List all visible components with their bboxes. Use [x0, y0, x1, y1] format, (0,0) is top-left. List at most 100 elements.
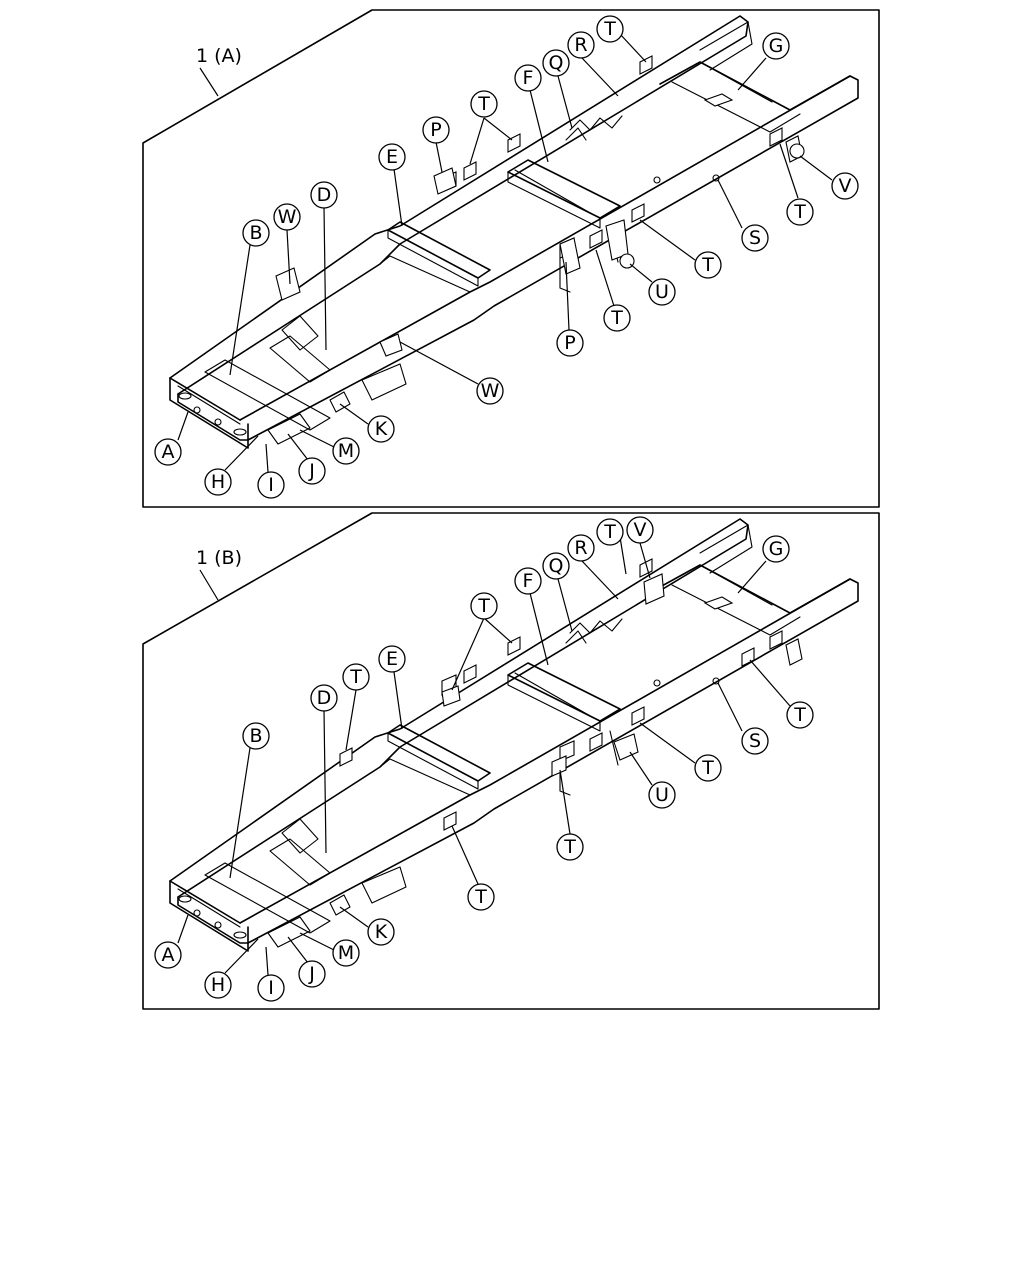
callout-g: G: [762, 32, 790, 60]
callout-i: I: [257, 471, 285, 499]
callout-f: F: [514, 64, 542, 92]
callout-p: P: [556, 329, 584, 357]
svg-text:B: B: [249, 222, 262, 244]
svg-text:T: T: [793, 201, 806, 223]
callout-h: H: [204, 468, 232, 496]
panel-a-border: [142, 9, 880, 508]
svg-text:H: H: [211, 471, 225, 493]
callout-v: V: [626, 516, 654, 544]
svg-text:D: D: [317, 184, 332, 206]
callout-t: T: [694, 251, 722, 279]
svg-text:M: M: [338, 942, 354, 964]
callout-d: D: [310, 181, 338, 209]
svg-text:T: T: [701, 757, 714, 779]
svg-text:A: A: [162, 944, 175, 966]
panel-b-title: 1 (B): [196, 547, 242, 569]
svg-text:Q: Q: [549, 555, 564, 577]
svg-text:G: G: [769, 538, 784, 560]
callout-k: K: [367, 918, 395, 946]
callout-u: U: [648, 781, 676, 809]
callout-r: R: [567, 534, 595, 562]
callout-q: Q: [542, 49, 570, 77]
callout-b: B: [242, 722, 270, 750]
callout-a: A: [154, 941, 182, 969]
svg-text:G: G: [769, 35, 784, 57]
svg-text:K: K: [375, 418, 388, 440]
panel-b-leaders: [177, 536, 791, 976]
svg-text:K: K: [375, 921, 388, 943]
panel-a: 1 (A): [142, 9, 880, 508]
callout-d: D: [310, 684, 338, 712]
svg-text:T: T: [603, 521, 616, 543]
svg-text:A: A: [162, 441, 175, 463]
svg-text:T: T: [603, 18, 616, 40]
svg-text:W: W: [278, 206, 297, 228]
svg-text:V: V: [839, 175, 852, 197]
callout-j: J: [298, 960, 326, 988]
svg-text:I: I: [268, 977, 274, 999]
svg-text:T: T: [477, 595, 490, 617]
svg-text:P: P: [564, 332, 575, 354]
svg-text:H: H: [211, 974, 225, 996]
svg-text:M: M: [338, 440, 354, 462]
svg-text:E: E: [386, 648, 398, 670]
callout-p: P: [422, 116, 450, 144]
callout-t: T: [603, 304, 631, 332]
svg-text:J: J: [308, 963, 315, 985]
callout-a: A: [154, 438, 182, 466]
callout-u: U: [648, 278, 676, 306]
panel-b: 1 (B): [142, 512, 880, 1010]
svg-text:T: T: [477, 93, 490, 115]
svg-text:B: B: [249, 725, 262, 747]
svg-text:R: R: [574, 537, 587, 559]
callout-w: W: [476, 377, 504, 405]
callout-t: T: [596, 15, 624, 43]
svg-text:D: D: [317, 687, 332, 709]
callout-t: T: [786, 198, 814, 226]
callout-t: T: [694, 754, 722, 782]
callout-t: T: [467, 883, 495, 911]
svg-text:T: T: [349, 666, 362, 688]
callout-t: T: [470, 592, 498, 620]
callout-k: K: [367, 415, 395, 443]
callout-t: T: [556, 833, 584, 861]
svg-text:U: U: [655, 784, 669, 806]
svg-text:S: S: [749, 227, 761, 249]
callout-m: M: [332, 437, 360, 465]
svg-text:Q: Q: [549, 52, 564, 74]
callout-t: T: [470, 90, 498, 118]
svg-text:T: T: [610, 307, 623, 329]
panel-a-leaders: [177, 33, 833, 473]
callout-t: T: [596, 518, 624, 546]
callout-s: S: [741, 727, 769, 755]
panel-b-border: [142, 512, 880, 1010]
callout-w: W: [273, 203, 301, 231]
callout-t: T: [342, 663, 370, 691]
panel-a-callouts: A B D E F G H I J K M P P Q R S T T T T …: [154, 15, 859, 499]
panel-b-callouts: A B D E F G H I J K M Q R S T T T T T T …: [154, 516, 814, 1002]
callout-m: M: [332, 939, 360, 967]
panel-a-title: 1 (A): [196, 45, 242, 67]
callout-g: G: [762, 535, 790, 563]
callout-t: T: [786, 701, 814, 729]
svg-text:T: T: [793, 704, 806, 726]
callout-v: V: [831, 172, 859, 200]
svg-text:J: J: [308, 460, 315, 482]
svg-text:T: T: [701, 254, 714, 276]
svg-text:V: V: [634, 519, 647, 541]
callout-j: J: [298, 457, 326, 485]
callout-q: Q: [542, 552, 570, 580]
callout-e: E: [378, 143, 406, 171]
svg-text:P: P: [430, 119, 441, 141]
callout-r: R: [567, 31, 595, 59]
svg-text:F: F: [523, 67, 534, 89]
callout-i: I: [257, 974, 285, 1002]
svg-text:U: U: [655, 281, 669, 303]
svg-text:F: F: [523, 570, 534, 592]
callout-s: S: [741, 224, 769, 252]
callout-h: H: [204, 971, 232, 999]
svg-text:E: E: [386, 146, 398, 168]
svg-text:T: T: [563, 836, 576, 858]
svg-text:S: S: [749, 730, 761, 752]
